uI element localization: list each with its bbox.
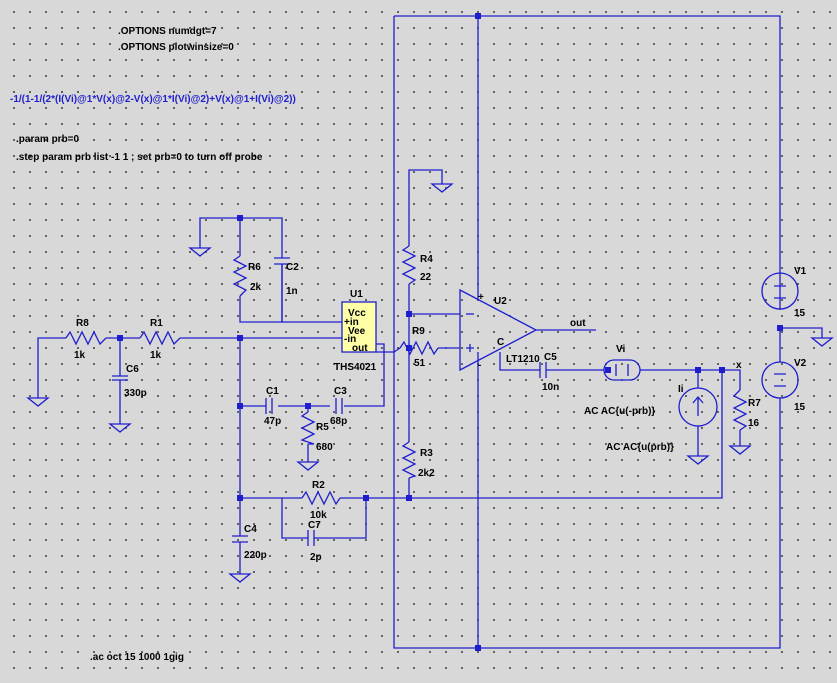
junction-dots [117,13,783,651]
net-label-out: out [570,318,586,329]
resistor-r1[interactable]: R1 1k [139,318,181,361]
r6-name: R6 [248,262,261,273]
ground-symbols [26,183,834,583]
r7-value: 16 [748,418,760,429]
u2-plus-supply: + [478,292,484,303]
capacitor-c4[interactable]: C4 220p [232,524,267,561]
c4-name: C4 [244,524,257,535]
r8-name: R8 [76,318,89,329]
u1-pin-plus-in: +in [344,317,359,328]
voltage-source-v1[interactable]: V1 15 [761,266,807,319]
r5-value: 680 [316,442,333,453]
r4-name: R4 [420,254,433,265]
r2-value: 10k [310,510,327,521]
u1-pin-vee: Vee [348,326,366,337]
param-directive[interactable]: .param prb=0 [16,134,80,145]
u2-minus-supply: - [478,360,481,371]
net-label-x: x [736,360,742,371]
v1-name: V1 [794,266,807,277]
c1-name: C1 [266,386,279,397]
u2-model: LT1210 [506,354,540,365]
r6-value: 2k [250,282,262,293]
wires [37,15,823,649]
c2-name: C2 [286,262,299,273]
capacitor-c2[interactable]: C2 1n [274,257,299,297]
r4-value: 22 [420,272,432,283]
capacitor-c1[interactable]: C1 47p [264,386,281,427]
c7-name: C7 [308,520,321,531]
opamp-u2-lt1210[interactable]: + - C U2 LT1210 [459,288,540,372]
capacitor-c6[interactable]: C6 330p [112,362,147,399]
resistor-r5[interactable]: R5 680 [300,411,333,453]
c6-value: 330p [124,388,147,399]
c3-value: 68p [330,416,347,427]
resistor-r8[interactable]: R8 1k [65,318,107,361]
vi-value: AC AC{u(-prb)} [584,406,655,417]
resistor-r6[interactable]: R6 2k [232,255,262,297]
u2-c-pin: C [497,337,504,348]
u2-name: U2 [494,296,507,307]
c2-value: 1n [286,286,298,297]
c4-value: 220p [244,550,267,561]
resistor-r4[interactable]: R4 22 [401,232,433,296]
c7-value: 2p [310,552,322,563]
ii-value: AC AC{u(prb)} [606,442,674,453]
r3-name: R3 [420,448,433,459]
c5-value: 10n [542,382,559,393]
c6-name: C6 [126,364,139,375]
r1-name: R1 [150,318,163,329]
resistor-r2[interactable]: R2 10k [301,480,341,521]
u1-pin-out: out [352,343,368,354]
voltage-source-v2[interactable]: V2 15 [761,328,807,413]
c1-value: 47p [264,416,281,427]
r3-value: 2k2 [418,468,435,479]
r9-name: R9 [412,326,425,337]
capacitor-c5[interactable]: C5 10n [539,352,559,393]
current-source-ii[interactable]: Ii AC AC{u(prb)} [606,384,718,453]
r8-value: 1k [74,350,86,361]
c3-name: C3 [334,386,347,397]
ii-name: Ii [678,384,684,395]
resistor-r7[interactable]: R7 16 [732,389,761,431]
voltage-source-vi[interactable]: Vi AC AC{u(-prb)} [584,344,655,417]
r7-name: R7 [748,398,761,409]
v2-value: 15 [794,402,806,413]
ac-analysis-directive[interactable]: .ac oct 15 1000 1gig [90,652,184,663]
options-numdgt-directive[interactable]: .OPTIONS numdgt=7 [118,26,217,37]
v1-value: 15 [794,308,806,319]
resistor-r3[interactable]: R3 2k2 [401,441,435,479]
u1-pin-minus-in: -in [344,334,356,345]
r5-name: R5 [316,422,329,433]
u1-model: THS4021 [334,362,377,373]
step-directive[interactable]: .step param prb list -1 1 ; set prb=0 to… [16,152,263,163]
r9-value: 51 [414,358,426,369]
capacitor-c7[interactable]: C7 2p [307,520,322,563]
probe-expression-comment[interactable]: -1/(1-1/(2*(I(Vi)@1*V(x)@2-V(x)@1*I(Vi)@… [10,94,296,105]
capacitor-c3[interactable]: C3 68p [330,386,347,427]
opamp-u1-ths4021[interactable]: U1 Vcc +in Vee -in out THS4021 [334,289,377,373]
resistor-r9[interactable]: R9 51 [399,326,439,369]
options-plotwinsize-directive[interactable]: .OPTIONS plotwinsize=0 [118,42,234,53]
u1-name: U1 [350,289,363,300]
vi-name: Vi [616,344,625,355]
u1-pin-vcc: Vcc [348,308,366,319]
r2-name: R2 [312,480,325,491]
v2-name: V2 [794,358,807,369]
c5-name: C5 [544,352,557,363]
r1-value: 1k [150,350,162,361]
